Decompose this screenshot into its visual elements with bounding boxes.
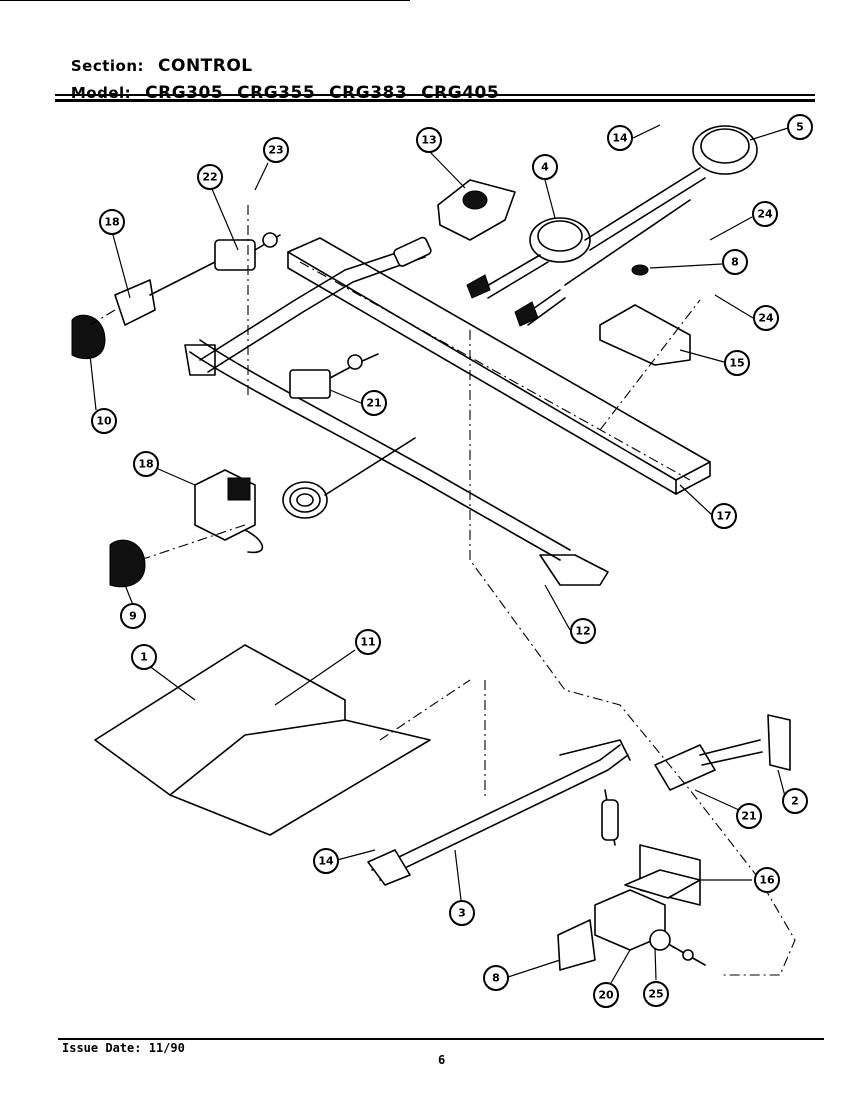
callout-11: 11 bbox=[355, 629, 381, 655]
callout-12: 12 bbox=[570, 618, 596, 644]
svg-text:9: 9 bbox=[129, 610, 137, 623]
header-rule-thin bbox=[55, 94, 815, 96]
svg-text:2: 2 bbox=[791, 795, 799, 808]
svg-text:1: 1 bbox=[140, 651, 148, 664]
model-header: Model: CRG305 CRG355 CRG383 CRG405 bbox=[58, 63, 499, 103]
svg-text:18: 18 bbox=[138, 458, 153, 471]
svg-text:23: 23 bbox=[268, 144, 283, 157]
svg-text:22: 22 bbox=[202, 171, 217, 184]
svg-text:20: 20 bbox=[598, 989, 614, 1002]
callout-15: 15 bbox=[724, 350, 750, 376]
svg-text:8: 8 bbox=[731, 256, 739, 269]
model-4: CRG405 bbox=[421, 83, 500, 103]
model-label: Model: bbox=[70, 84, 132, 102]
svg-text:5: 5 bbox=[796, 121, 804, 134]
callout-9: 9 bbox=[120, 603, 146, 629]
svg-text:21: 21 bbox=[366, 397, 381, 410]
callout-17: 17 bbox=[711, 503, 737, 529]
svg-text:25: 25 bbox=[648, 988, 663, 1001]
callout-13: 13 bbox=[416, 127, 442, 153]
svg-text:15: 15 bbox=[729, 357, 744, 370]
callout-18-top: 18 bbox=[99, 209, 125, 235]
section-value: CONTROL bbox=[158, 56, 253, 76]
svg-text:14: 14 bbox=[612, 132, 628, 145]
section-header: Section: CONTROL bbox=[58, 36, 253, 76]
issue-date-label: Issue Date: bbox=[62, 1041, 142, 1055]
footer-rule bbox=[58, 1038, 824, 1040]
svg-text:13: 13 bbox=[421, 134, 436, 147]
model-2: CRG355 bbox=[237, 83, 316, 103]
callout-23: 23 bbox=[263, 137, 289, 163]
svg-text:11: 11 bbox=[360, 636, 375, 649]
page-number: 6 bbox=[438, 1053, 446, 1067]
callout-22: 22 bbox=[197, 164, 223, 190]
callout-18-mid: 18 bbox=[133, 451, 159, 477]
issue-date: Issue Date: 11/90 bbox=[62, 1041, 185, 1055]
callout-20: 20 bbox=[593, 982, 619, 1008]
svg-text:21: 21 bbox=[741, 810, 756, 823]
model-1: CRG305 bbox=[145, 83, 224, 103]
callout-24-lower: 24 bbox=[753, 305, 779, 331]
svg-text:10: 10 bbox=[96, 415, 112, 428]
callout-8-lower: 8 bbox=[483, 965, 509, 991]
svg-text:14: 14 bbox=[318, 855, 334, 868]
callout-16: 16 bbox=[754, 867, 780, 893]
assembly-guide-lines bbox=[89, 205, 796, 976]
svg-text:24: 24 bbox=[757, 208, 773, 221]
header-rule-thick bbox=[55, 99, 815, 102]
svg-text:16: 16 bbox=[759, 874, 775, 887]
callout-24-upper: 24 bbox=[752, 201, 778, 227]
svg-text:3: 3 bbox=[458, 907, 466, 920]
parts-linework bbox=[71, 125, 791, 971]
svg-text:24: 24 bbox=[758, 312, 774, 325]
callout-21: 21 bbox=[361, 390, 387, 416]
svg-text:18: 18 bbox=[104, 216, 119, 229]
callout-25: 25 bbox=[643, 981, 669, 1007]
callout-2: 2 bbox=[782, 788, 808, 814]
svg-text:17: 17 bbox=[716, 510, 731, 523]
callout-8-upper: 8 bbox=[722, 249, 748, 275]
callout-5: 5 bbox=[787, 114, 813, 140]
callout-14-bottom: 14 bbox=[313, 848, 339, 874]
callout-7: 21 bbox=[736, 803, 762, 829]
callout-1: 1 bbox=[131, 644, 157, 670]
callout-10: 10 bbox=[91, 408, 117, 434]
callout-3: 3 bbox=[449, 900, 475, 926]
callout-4: 4 bbox=[532, 154, 558, 180]
section-label: Section: bbox=[70, 57, 145, 75]
svg-text:8: 8 bbox=[492, 972, 500, 985]
leader-lines bbox=[89, 124, 789, 984]
model-3: CRG383 bbox=[329, 83, 408, 103]
top-edge-line bbox=[0, 0, 410, 1]
callout-14-top: 14 bbox=[607, 125, 633, 151]
issue-date-value: 11/90 bbox=[148, 1041, 185, 1055]
svg-text:12: 12 bbox=[575, 625, 590, 638]
svg-text:4: 4 bbox=[541, 161, 549, 174]
